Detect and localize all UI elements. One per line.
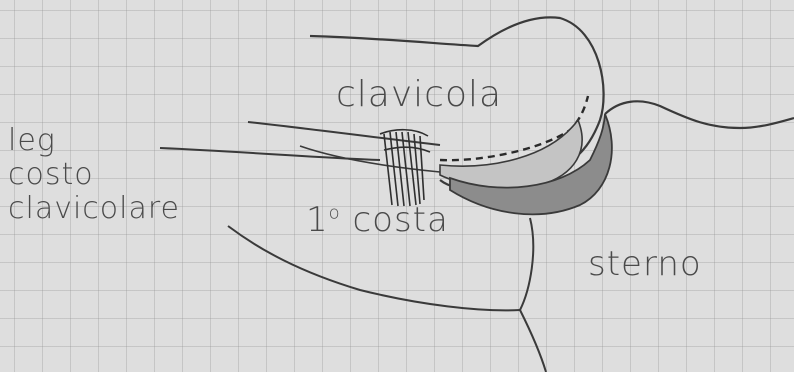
label-costoclavicular-ligament: leg costo clavicolare [8, 124, 180, 226]
label-leg-line2: costo [8, 158, 180, 192]
label-leg-line1: leg [8, 124, 180, 158]
label-leg-line3: clavicolare [8, 192, 180, 226]
label-first-rib: 1o costa [306, 200, 449, 240]
label-clavicola: clavicola [336, 74, 502, 115]
label-rib-ordinal: o [329, 203, 341, 224]
label-rib-word: costa [352, 200, 448, 240]
sternum-top-edge [605, 101, 794, 128]
label-sterno: sterno [588, 244, 702, 284]
sternum-left-edge [520, 218, 546, 372]
label-rib-number: 1 [306, 200, 329, 240]
clavicle-shaft-upper [248, 122, 440, 145]
